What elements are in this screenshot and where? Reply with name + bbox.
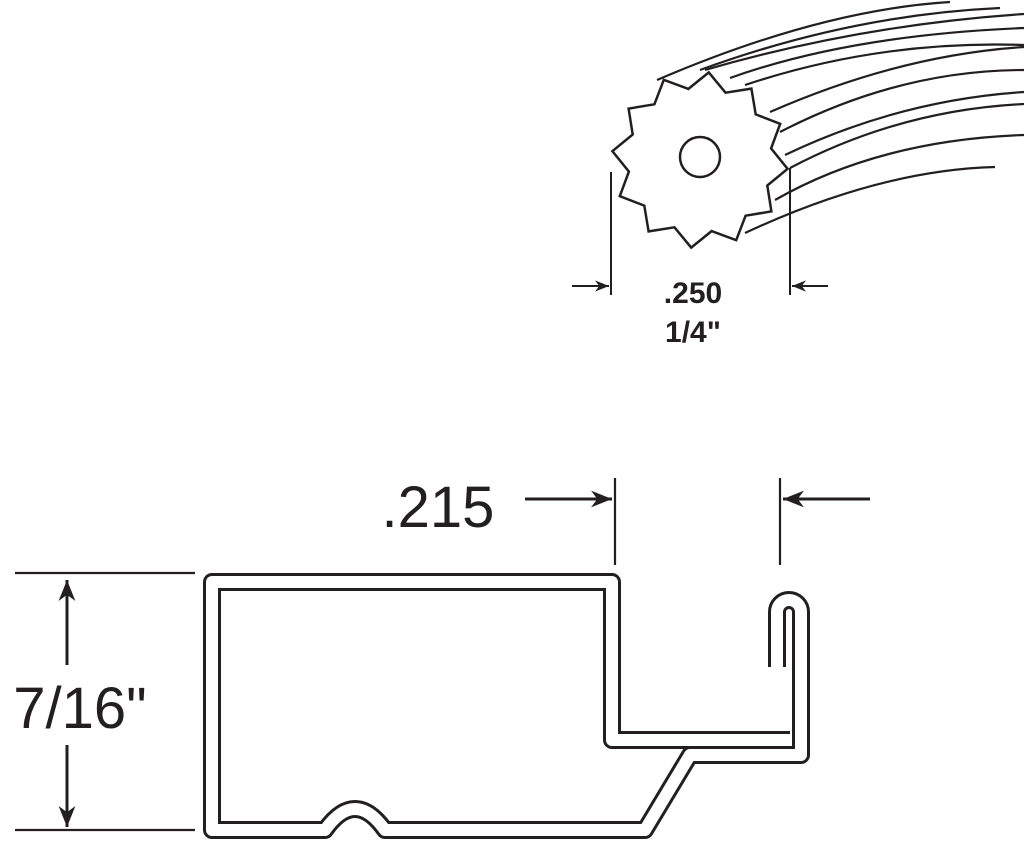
spline-cross-section (610, 70, 790, 250)
channel-dimensions (15, 478, 870, 832)
channel-profile (203, 573, 810, 839)
spline-body-lines (656, 0, 1024, 234)
spline-diameter-decimal: .250 (664, 277, 722, 310)
channel-height-label: 7/16" (13, 676, 146, 741)
channel-width-label: .215 (382, 475, 495, 540)
spline-diameter-fraction: 1/4" (665, 316, 721, 349)
spline-center-hole (678, 135, 722, 179)
spline-dimension (572, 168, 828, 295)
